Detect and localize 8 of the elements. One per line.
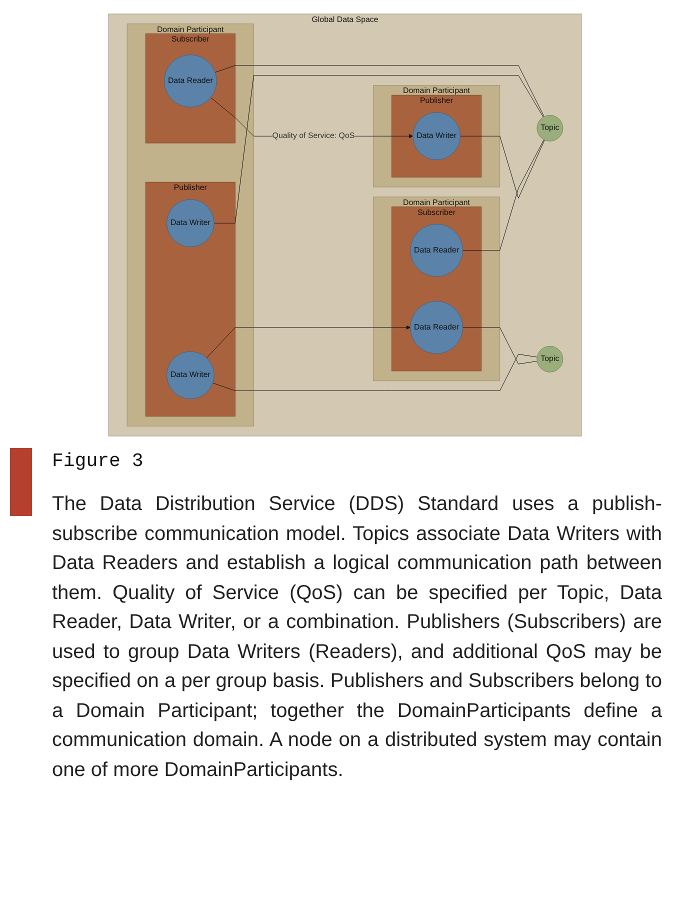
connector (460, 136, 545, 198)
connector (214, 75, 544, 224)
figure-caption: The Data Distribution Service (DDS) Standard uses a publish-subscribe communication model. Topics associate Data Writers with Data Readers and establish a logical communication path between them. Quality of Service (QoS) can be specified per Topic, Data Reader, Data Writer, or a combination. Publishers (Subscribers) are used to group Data Writers (Readers), and additional QoS may be specified on a per group basis. Publishers and Subscribers belong to a Domain Participant; together the DomainParticipants define a communication domain. A node on a distributed system may contain one of more DomainParticipants. (52, 492, 662, 782)
connector (462, 327, 538, 364)
connector (462, 139, 544, 251)
figure-title: Figure 3 (52, 450, 144, 472)
connector (214, 65, 544, 117)
connector (212, 354, 538, 392)
